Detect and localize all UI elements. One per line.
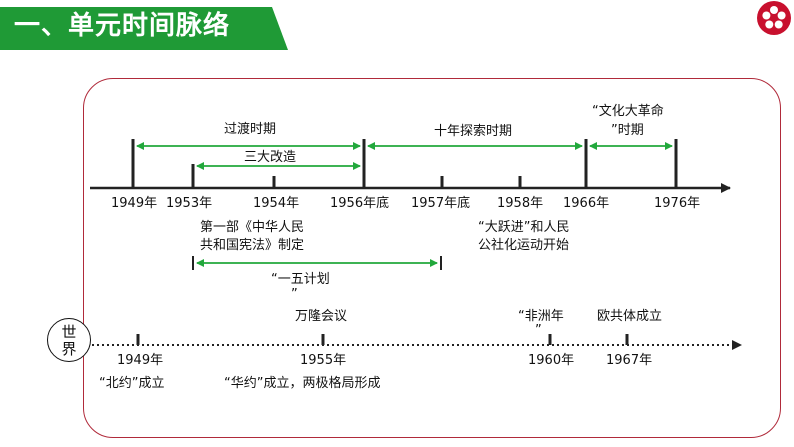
five-year-plan-label-line2: ” — [291, 287, 298, 302]
transition-period-label: 过渡时期 — [224, 122, 277, 137]
ten-years-label: 十年探索时期 — [434, 124, 513, 139]
plum-blossom-logo-icon — [757, 1, 791, 35]
warsaw-pact-label: “华约”成立，两极格局形成 — [224, 376, 381, 391]
world-label-line2: 界 — [61, 340, 77, 358]
year-label-1976: 1976年 — [654, 196, 701, 211]
year-label-1949: 1949年 — [111, 196, 158, 211]
year-of-africa-label-line1: “非洲年 — [518, 309, 564, 324]
constitution-event-line2: 共和国宪法》制定 — [200, 238, 305, 253]
world-label-line1: 世 — [61, 323, 77, 341]
title-banner — [0, 7, 288, 50]
year-label-1966: 1966年 — [563, 196, 610, 211]
world-year-label-1960: 1960年 — [528, 353, 575, 368]
five-year-plan-label-line1: “一五计划 — [271, 272, 330, 287]
great-leap-event-line2: 公社化运动开始 — [478, 238, 570, 253]
year-label-1953: 1953年 — [166, 196, 213, 211]
year-label-1958: 1958年 — [497, 196, 544, 211]
world-axis-arrowhead — [732, 340, 742, 350]
year-label-1957: 1957年底 — [411, 196, 471, 211]
cultural-revolution-label-2: ”时期 — [611, 123, 644, 138]
cultural-revolution-label-1: “文化大革命 — [592, 104, 664, 119]
world-year-label-1949: 1949年 — [117, 353, 164, 368]
bandung-conference-label: 万隆会议 — [295, 309, 348, 324]
page-title: 一、单元时间脉络 — [14, 11, 231, 41]
nato-founded-label: “北约”成立 — [99, 376, 165, 391]
world-year-label-1967: 1967年 — [606, 353, 653, 368]
world-year-label-1955: 1955年 — [300, 353, 347, 368]
year-label-1956: 1956年底 — [330, 196, 390, 211]
year-of-africa-label-line2: ” — [535, 323, 542, 338]
year-label-1954: 1954年 — [253, 196, 300, 211]
content-frame — [83, 78, 781, 438]
constitution-event-line1: 第一部《中华人民 — [200, 220, 305, 235]
great-leap-event-line1: “大跃进”和人民 — [478, 220, 570, 235]
ec-founded-label: 欧共体成立 — [597, 309, 663, 324]
three-reforms-label: 三大改造 — [244, 150, 297, 165]
world-label-circle: 世 界 — [47, 318, 91, 362]
